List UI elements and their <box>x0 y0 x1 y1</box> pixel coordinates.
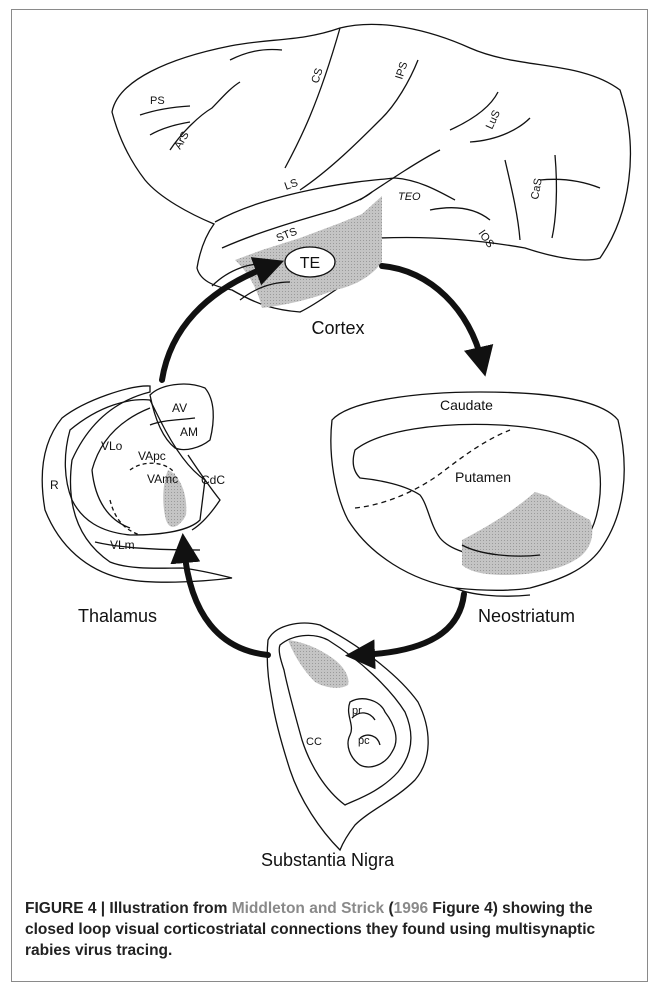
label-putamen: Putamen <box>455 469 511 485</box>
arrow-cortex-to-neostriatum <box>382 266 482 362</box>
substantia-nigra-drawing <box>267 623 428 850</box>
label-vlm: VLm <box>110 538 135 552</box>
caption-lead: FIGURE 4 | Illustration from <box>25 900 232 917</box>
sulcus-ps <box>140 106 190 115</box>
cortex-title: Cortex <box>311 318 364 338</box>
putamen-shaded <box>462 492 592 575</box>
caption-ref-authors[interactable]: Middleton and Strick <box>232 900 384 917</box>
label-vlo: VLo <box>101 439 123 453</box>
neostriatum-title: Neostriatum <box>478 606 575 626</box>
label-vamc: VAmc <box>147 472 178 486</box>
label-ars: ArS <box>172 130 192 152</box>
neostriatum-drawing <box>331 392 624 596</box>
substantia-nigra-labels: pr pc CC Substantia Nigra <box>261 705 395 870</box>
label-av: AV <box>172 401 187 415</box>
label-cc: CC <box>306 736 322 748</box>
sulcus-cs <box>285 28 340 168</box>
label-pc: pc <box>358 735 370 747</box>
cortex-drawing <box>112 24 630 312</box>
label-am: AM <box>180 425 198 439</box>
sulcus-cas <box>552 155 556 238</box>
label-ls: LS <box>283 177 300 193</box>
arrow-neostriatum-to-nigra <box>360 594 464 655</box>
label-pr: pr <box>352 705 362 717</box>
label-cas: CaS <box>529 177 545 200</box>
thalamus-title: Thalamus <box>78 606 157 626</box>
nigra-outer <box>267 623 428 850</box>
label-lus: LuS <box>484 108 503 131</box>
arrow-nigra-to-thalamus <box>184 548 268 655</box>
thalamus-labels: AV AM VLo VApc VAmc CdC R VLm Thalamus <box>50 401 225 626</box>
label-vapc: VApc <box>138 449 166 463</box>
label-ios: IOS <box>476 228 497 250</box>
substantia-nigra-title: Substantia Nigra <box>261 850 395 870</box>
label-caudate: Caudate <box>440 397 493 413</box>
label-ips: IPS <box>393 60 410 81</box>
figure-caption: FIGURE 4 | Illustration from Middleton a… <box>25 898 635 961</box>
sulcus-ios <box>505 160 520 240</box>
label-te: TE <box>300 255 320 272</box>
label-teo: TEO <box>398 191 421 203</box>
label-cdc: CdC <box>201 473 225 487</box>
label-ps: PS <box>150 95 165 107</box>
nucleus-av-am <box>150 384 213 450</box>
caption-ref-year[interactable]: 1996 <box>394 900 428 917</box>
caption-paren-open: ( <box>384 900 393 917</box>
corticostriatal-loop-diagram: PS ArS CS IPS LuS LS TEO STS IOS CaS TE … <box>0 0 659 900</box>
label-r: R <box>50 478 59 492</box>
